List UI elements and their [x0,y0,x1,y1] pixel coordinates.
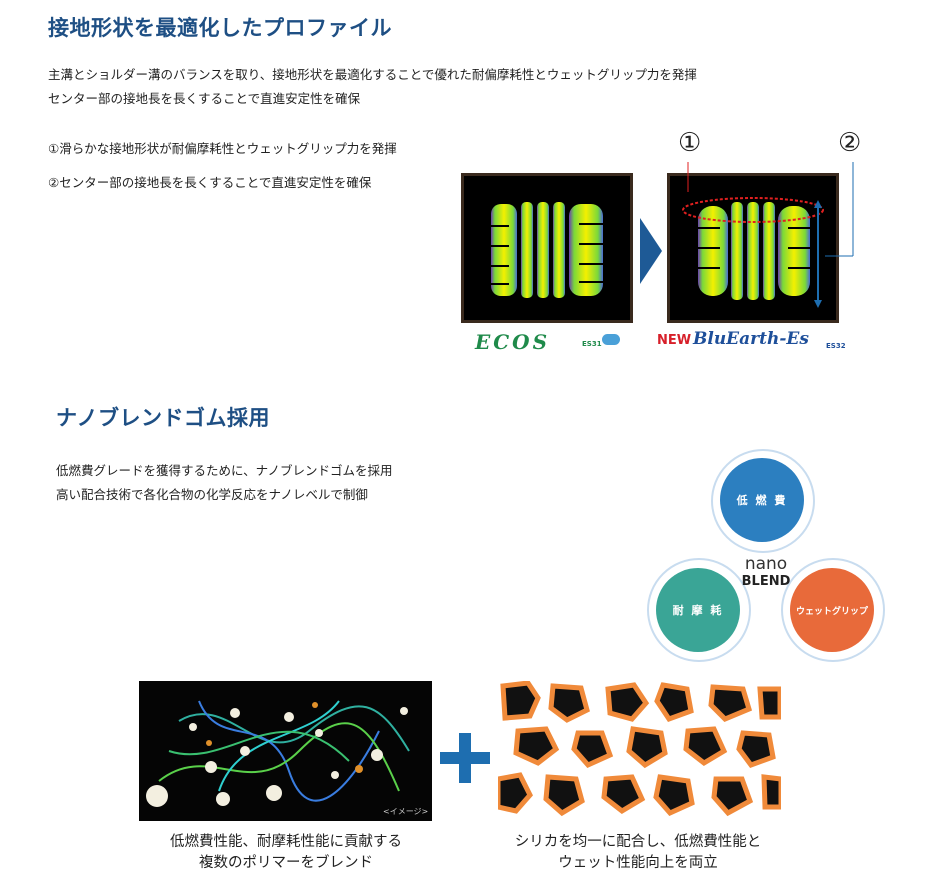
footprint-graphic-before [491,202,603,298]
polymer-blend-image [139,681,432,821]
nanoblend-intro: 低燃費グレードを獲得するために、ナノブレンドゴムを採用 高い配合技術で各化合物の… [56,459,393,507]
ring-left [647,558,751,662]
profile-points: ①滑らかな接地形状が耐偏摩耗性とウェットグリップ力を発揮 ②センター部の接地長を… [48,137,397,205]
bubble-fuel-economy: 低 燃 費 [720,458,804,542]
tire-footprint-before [461,173,633,323]
ecos-badge-icon [602,334,620,345]
bluearth-logo: BluEarth-Es [693,329,809,349]
bubble-wear-resistance: 耐 摩 耗 [656,568,740,652]
profile-point-1: ①滑らかな接地形状が耐偏摩耗性とウェットグリップ力を発揮 [48,141,397,156]
caption-polymer: 低燃費性能、耐摩耗性能に貢献する 複数のポリマーをブレンド [126,832,446,874]
marker-2: ② [838,128,862,158]
marker-1: ① [678,128,702,158]
profile-intro-line: 主溝とショルダー溝のバランスを取り、接地形状を最適化することで優れた耐偏摩耗性と… [48,67,697,82]
profile-intro: 主溝とショルダー溝のバランスを取り、接地形状を最適化することで優れた耐偏摩耗性と… [48,63,697,111]
caption-line: ウェット性能向上を両立 [558,855,718,871]
silica-image [498,681,781,821]
caption-silica: シリカを均一に配合し、低燃費性能と ウェット性能向上を両立 [478,832,798,874]
tire-footprint-after [667,173,839,323]
nano-logo-top: nano [744,554,788,574]
image-note: <イメージ> [383,807,429,816]
nanoblend-intro-line: 低燃費グレードを獲得するために、ナノブレンドゴムを採用 [56,463,393,478]
ring-top [711,449,815,553]
polymer-graphic [146,700,410,807]
plus-icon [459,733,471,783]
nano-logo-bottom: BLEND [741,574,791,589]
caption-line: シリカを均一に配合し、低燃費性能と [514,834,762,850]
arrow-right-icon [640,218,662,284]
bubble-wet-grip: ウェットグリップ [790,568,874,652]
ring-right [781,558,885,662]
ecos-logo: ECOS [475,330,551,354]
profile-intro-line: センター部の接地長を長くすることで直進安定性を確保 [48,91,361,106]
caption-line: 低燃費性能、耐摩耗性能に貢献する [170,834,402,850]
footprint-graphic-after [682,197,824,308]
section-title-nanoblend: ナノブレンドゴム採用 [56,406,270,430]
callout-lines [687,162,854,257]
new-label: NEW [657,333,692,348]
caption-line: 複数のポリマーをブレンド [199,855,373,871]
section-title-profile: 接地形状を最適化したプロファイル [48,16,392,40]
profile-point-2: ②センター部の接地長を長くすることで直進安定性を確保 [48,175,372,190]
silica-graphic [498,681,781,817]
bluearth-model: ES32 [826,342,846,350]
nanoblend-intro-line: 高い配合技術で各化合物の化学反応をナノレベルで制御 [56,487,368,502]
ecos-model: ES31 [582,340,602,348]
